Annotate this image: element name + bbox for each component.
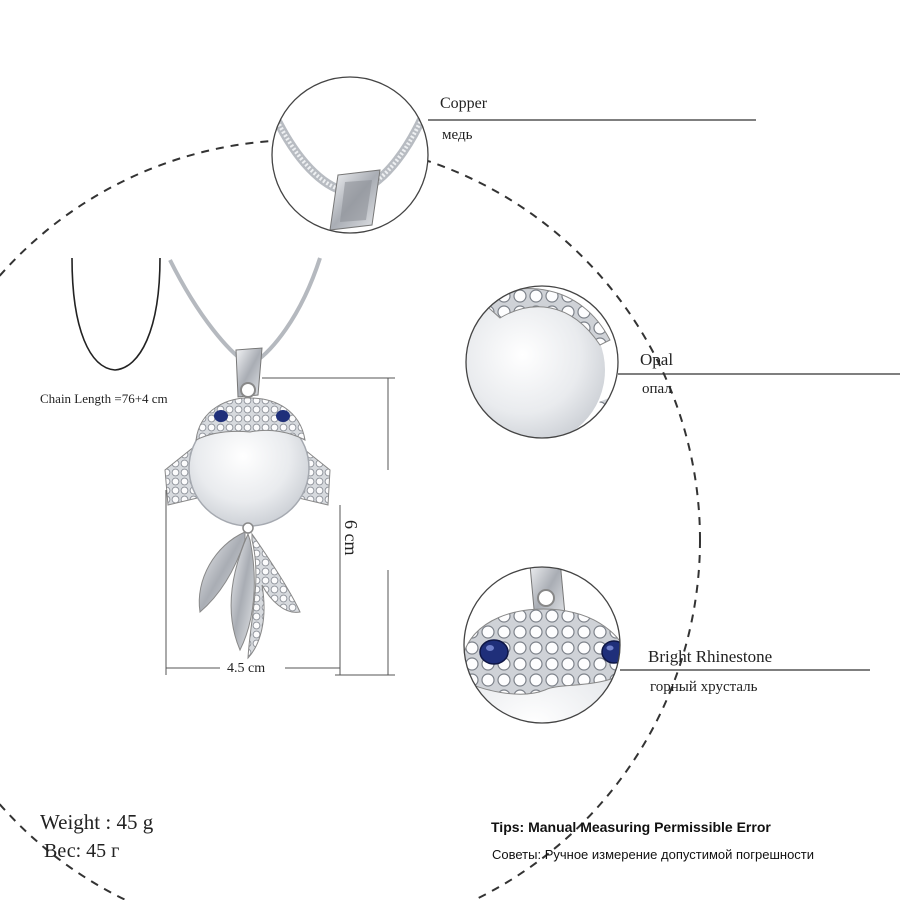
width-label: 4.5 cm bbox=[227, 661, 266, 676]
opal-label-en: Opal bbox=[640, 350, 674, 369]
copper-label-ru: медь bbox=[442, 127, 473, 143]
copper-label-en: Copper bbox=[440, 95, 488, 112]
width-dimension bbox=[165, 490, 341, 675]
height-label: 6 cm bbox=[341, 520, 361, 556]
weight-label-en: Weight : 45 g bbox=[40, 810, 154, 834]
tips-label-en: Tips: Manual Measuring Permissible Error bbox=[491, 819, 771, 835]
rhinestone-label-en: Bright Rhinestone bbox=[648, 647, 773, 666]
pendant-image bbox=[164, 257, 331, 660]
opal-detail-circle bbox=[465, 285, 619, 439]
opal-label-ru: опал bbox=[642, 381, 672, 397]
rhinestone-detail-circle bbox=[463, 566, 621, 724]
height-dimension bbox=[262, 377, 395, 676]
weight-label-ru: Вес: 45 г bbox=[44, 840, 120, 862]
chain-length-label: Chain Length =76+4 cm bbox=[40, 391, 168, 406]
chain-length-icon bbox=[71, 257, 161, 371]
rhinestone-label-ru: горный хрусталь bbox=[650, 679, 758, 695]
dashed-guide-circle bbox=[0, 139, 701, 900]
copper-detail-circle bbox=[271, 76, 429, 234]
tips-label-ru: Советы: Ручное измерение допустимой погр… bbox=[492, 847, 815, 862]
